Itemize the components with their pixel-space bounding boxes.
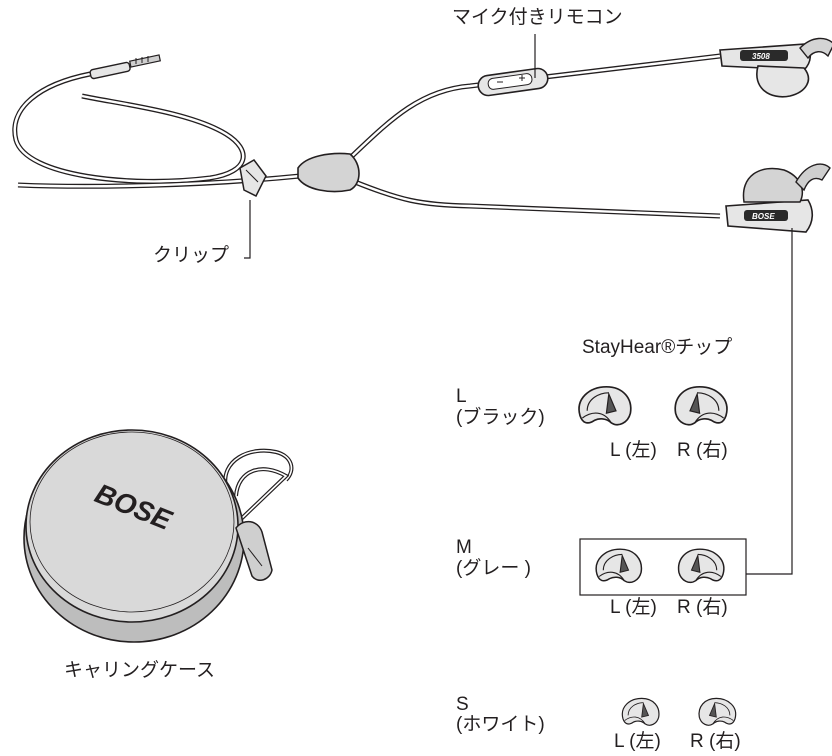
tip-s-left-label: L (左) [614,731,661,752]
inline-remote [477,67,549,97]
tip-size-l: L [456,386,467,407]
cable-splitter [297,152,360,193]
tip-m-right [677,548,725,584]
tip-m-right-label: R (右) [677,597,728,618]
earbud-brand-text: BOSE [752,212,775,221]
tip-l-left [578,385,632,426]
tip-size-s: S [456,694,469,715]
cable-plug [89,54,162,80]
tip-color-m: (グレー ) [456,558,531,579]
tip-color-l: (ブラック) [456,407,545,428]
coiled-cable [12,71,246,184]
tip-size-m: M [456,537,472,558]
tip-color-s: (ホワイト) [456,714,545,735]
tips-m-box [579,538,747,596]
tip-s-right-label: R (右) [690,731,741,752]
remote-label: マイク付きリモコン [452,7,623,28]
earbud-upper: 3508 [719,37,832,98]
tip-s-right [698,697,737,726]
tip-s-left [621,697,660,726]
tip-l-right [674,385,728,426]
earbud-model-text: 3508 [752,52,770,61]
earbud-lower: BOSE [725,163,831,233]
cable-clip [239,159,267,198]
tip-l-right-label: R (右) [677,440,728,461]
clip-label: クリップ [153,245,230,266]
tips-title: StayHear®チップ [582,337,733,358]
tip-l-left-label: L (左) [610,440,657,461]
tip-m-left [595,548,643,584]
carrying-case: BOSE [23,429,294,643]
tip-m-left-label: L (左) [610,597,657,618]
case-label: キャリングケース [64,660,216,681]
